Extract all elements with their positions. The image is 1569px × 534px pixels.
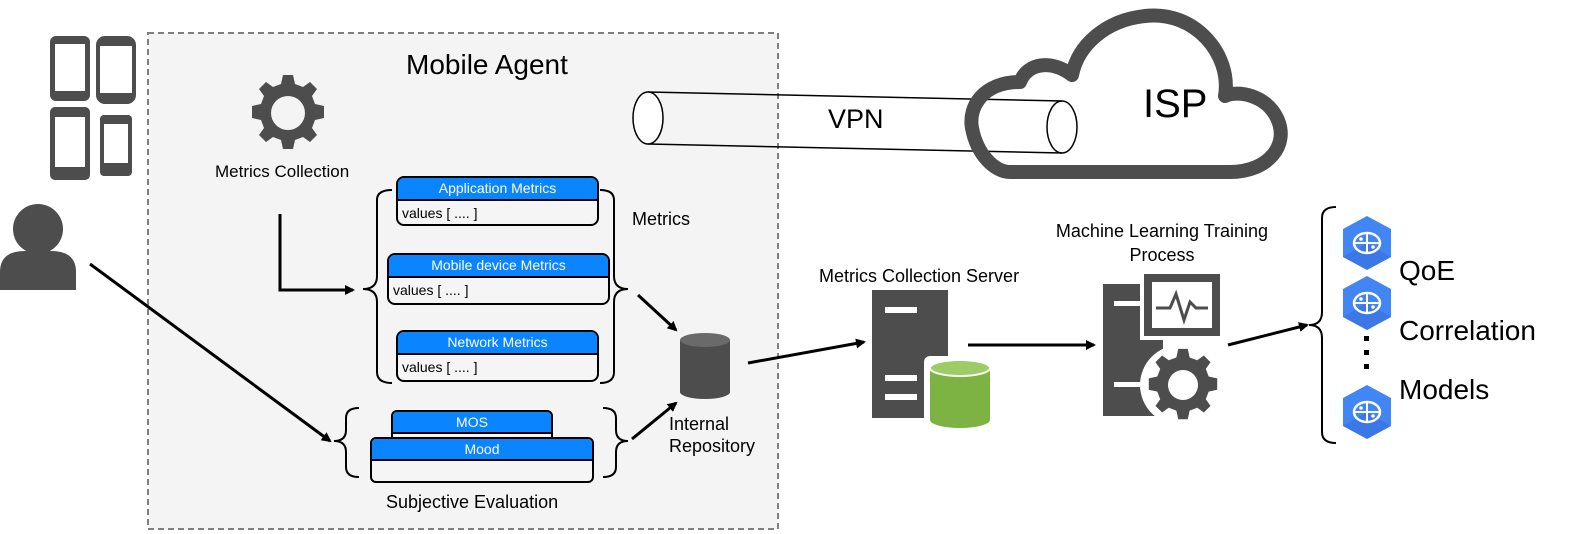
device-metrics-box: Mobile device Metrics values [ .... ] (387, 253, 610, 305)
network-metrics-box: Network Metrics values [ .... ] (396, 330, 599, 382)
repository-to-server-arrow (747, 338, 866, 365)
models-brace (1308, 206, 1337, 444)
network-metrics-header: Network Metrics (398, 332, 597, 355)
metrics-server-icon (872, 290, 996, 434)
metrics-left-brace (362, 189, 393, 384)
user-to-subjective-arrow (89, 262, 332, 443)
mobile-agent-title: Mobile Agent (406, 49, 568, 80)
network-metrics-values: values [ .... ] (402, 359, 478, 375)
vpn-label: VPN (828, 104, 884, 134)
ml-label-line2: Process (1129, 245, 1195, 265)
application-metrics-header: Application Metrics (398, 178, 597, 201)
isp-cloud-icon (964, 8, 1288, 179)
model-icon-1 (1341, 214, 1393, 272)
metrics-to-repository-arrow (636, 293, 678, 332)
model-icon-2 (1341, 274, 1393, 332)
mos-header: MOS (393, 412, 551, 434)
application-metrics-box: Application Metrics values [ .... ] (396, 176, 599, 226)
mos-box: MOS (391, 410, 553, 442)
application-metrics-values: values [ .... ] (402, 205, 478, 221)
repository-label-line1: Internal (669, 414, 730, 434)
collection-to-metrics-arrow (278, 214, 355, 295)
user-icon (0, 204, 76, 290)
vpn-tunnel (632, 91, 1078, 154)
mobile-devices-icon (50, 36, 136, 180)
ellipsis-dots (1364, 336, 1369, 369)
metrics-collection-label: Metrics Collection (215, 162, 350, 181)
subjective-evaluation-label: Subjective Evaluation (386, 492, 559, 512)
metrics-group-label: Metrics (632, 209, 690, 229)
server-label: Metrics Collection Server (819, 266, 1020, 286)
models-label-qoe: QoE (1399, 255, 1456, 286)
models-label-models: Models (1399, 374, 1490, 405)
metrics-right-brace (599, 189, 629, 384)
repository-label-line2: Repository (669, 436, 756, 456)
subjective-to-repository-arrow (631, 401, 678, 441)
ml-to-models-arrow (1227, 322, 1309, 347)
mood-header: Mood (372, 439, 592, 461)
model-icon-3 (1341, 383, 1393, 441)
mood-box: Mood (370, 437, 594, 483)
isp-label: ISP (1143, 82, 1208, 126)
device-metrics-values: values [ .... ] (393, 282, 469, 298)
subjective-left-brace (333, 407, 360, 478)
ml-training-icon (1103, 270, 1224, 425)
models-label-correlation: Correlation (1399, 315, 1536, 346)
subjective-right-brace (602, 407, 629, 478)
ml-label-line1: Machine Learning Training (1055, 221, 1269, 241)
internal-repository-icon (680, 333, 730, 399)
device-metrics-header: Mobile device Metrics (389, 255, 608, 278)
